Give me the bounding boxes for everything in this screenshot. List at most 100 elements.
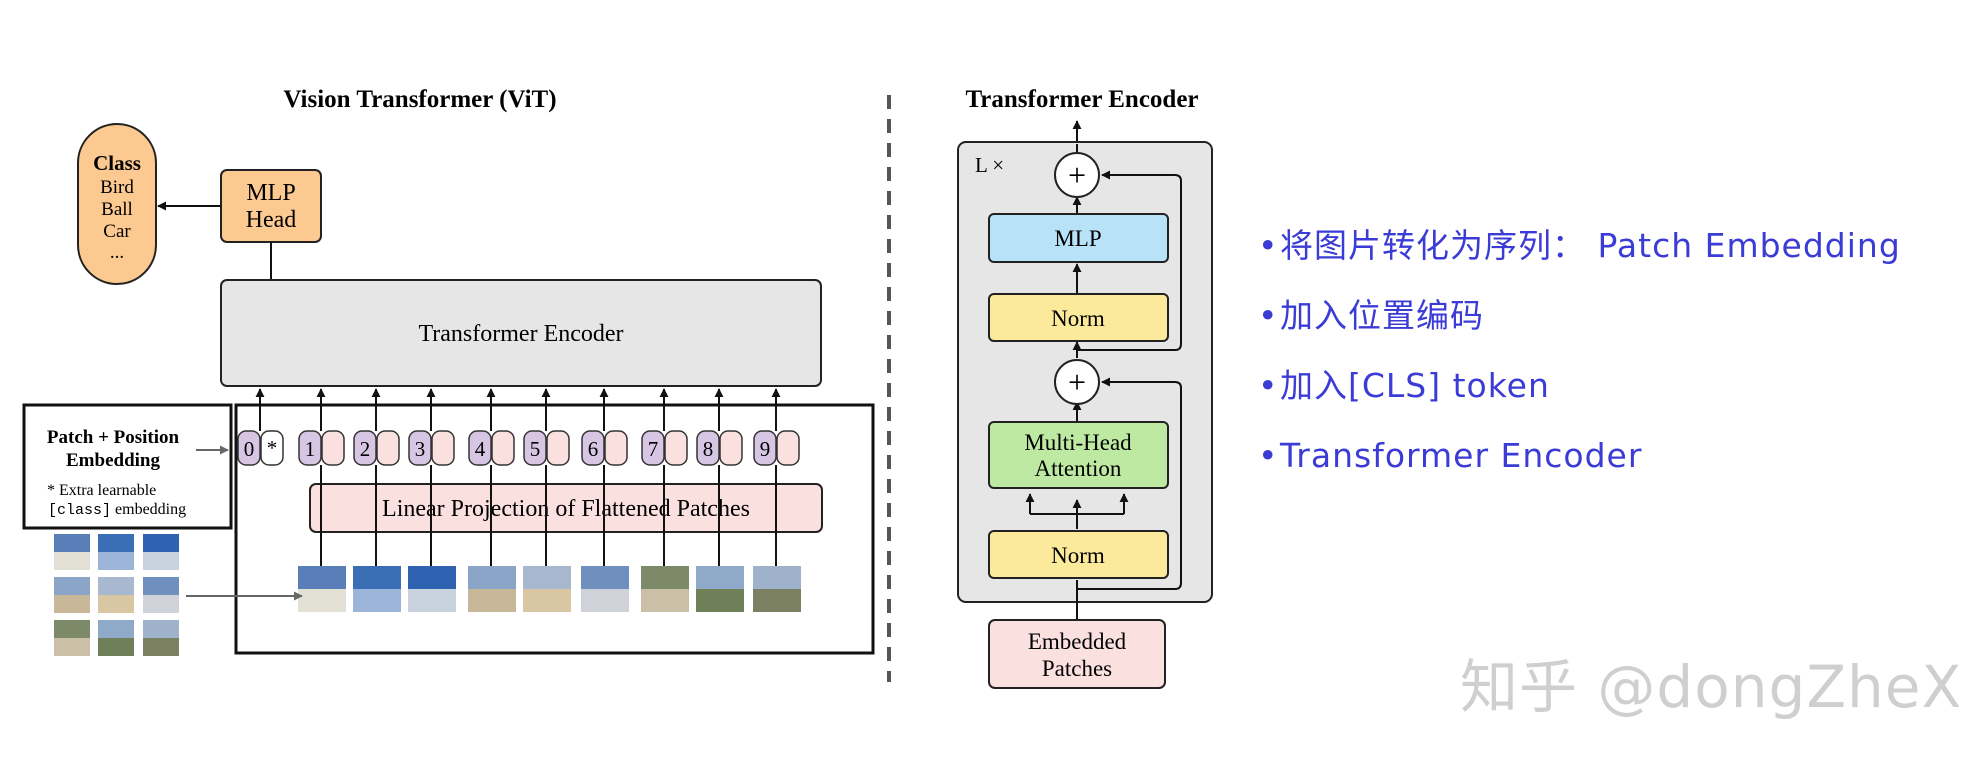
position-embedding-token (237, 430, 261, 466)
token-pair-8: 8 (696, 388, 743, 566)
norm-block-label: Norm (1051, 543, 1105, 568)
patch-embedding-token (664, 430, 688, 466)
norm-block-top: Norm (988, 293, 1169, 342)
embedded-patches-label: Patches (1042, 656, 1112, 681)
legend-title: Patch + Position (47, 427, 180, 448)
embedded-patches-block: Embedded Patches (988, 619, 1166, 689)
embedded-patches-label: Embedded (1028, 629, 1127, 654)
patch-thumbnail (523, 566, 571, 612)
position-index: 7 (648, 437, 659, 461)
grid-patch (98, 620, 134, 656)
class-item: Car (103, 221, 131, 242)
mlp-head-box: MLP Head (220, 169, 322, 243)
multi-head-attention-block: Multi-Head Attention (988, 421, 1169, 489)
patch-embedding-token (431, 430, 455, 466)
patch-embedding-token (776, 430, 800, 466)
grid-patch (98, 534, 134, 570)
bullet-item: •将图片转化为序列： Patch Embedding (1258, 218, 1958, 288)
token-pair-5: 5 (523, 388, 570, 566)
linear-projection-box: Linear Projection of Flattened Patches (309, 483, 823, 533)
grid-patch-ground (143, 638, 179, 656)
position-embedding-token (408, 430, 432, 466)
bullet-text: 加入位置编码 (1280, 296, 1484, 335)
grid-patch-ground (98, 638, 134, 656)
bullet-dot: • (1258, 296, 1279, 335)
patch-embedding-token (321, 430, 345, 466)
patch-thumbnail (641, 566, 689, 612)
patch-embedding-token (491, 430, 515, 466)
position-embedding-token (696, 430, 720, 466)
patch-ground (581, 589, 629, 612)
patch-embedding-token (260, 430, 284, 466)
patch-thumbnail (753, 566, 801, 612)
encoder-title: Transformer Encoder (965, 86, 1198, 113)
watermark: 知乎 @dongZheX (1460, 653, 1963, 721)
class-title: Class (93, 151, 141, 175)
class-output-box: Class Bird Ball Car ... (77, 123, 157, 285)
patch-ground (353, 589, 401, 612)
position-index: 5 (530, 437, 541, 461)
token-pair-9: 9 (753, 388, 800, 566)
patch-ground (696, 589, 744, 612)
embedding-frame (234, 403, 875, 655)
position-index: 2 (360, 437, 371, 461)
grid-patch-ground (98, 552, 134, 570)
linear-projection-label: Linear Projection of Flattened Patches (382, 496, 750, 522)
bullet-text: 将图片转化为序列： Patch Embedding (1280, 226, 1901, 265)
token-pair-1: 1 (298, 388, 345, 566)
summary-bullet-list: •将图片转化为序列： Patch Embedding •加入位置编码 •加入[C… (1258, 218, 1958, 498)
patch-ground (408, 589, 456, 612)
position-embedding-token (753, 430, 777, 466)
embedding-legend: Patch + Position Embedding * Extra learn… (22, 403, 233, 530)
bullet-text: Transformer Encoder (1280, 436, 1643, 475)
position-index: 9 (760, 437, 771, 461)
position-embedding-token (641, 430, 665, 466)
grid-patch-ground (143, 552, 179, 570)
patch-embedding-token (604, 430, 628, 466)
patch-ground (641, 589, 689, 612)
add-node-top: + (1054, 152, 1100, 198)
position-embedding-token (468, 430, 492, 466)
patch-embedding-token (376, 430, 400, 466)
bullet-dot: • (1258, 366, 1279, 405)
grid-patch-ground (54, 638, 90, 656)
grid-patch-ground (98, 595, 134, 613)
position-index: 1 (305, 437, 316, 461)
class-item: ... (110, 242, 124, 263)
mlp-head-label: Head (246, 207, 297, 233)
grid-patch (143, 534, 179, 570)
bullet-dot: • (1258, 226, 1279, 265)
grid-patch (143, 620, 179, 656)
patch-ground (523, 589, 571, 612)
patch-ground (298, 589, 346, 612)
bullet-dot: • (1258, 436, 1279, 475)
legend-note-code: [class] (48, 502, 111, 519)
grid-patch (98, 577, 134, 613)
legend-note: * Extra learnable (47, 482, 156, 499)
grid-patch (54, 534, 90, 570)
patch-thumbnail (696, 566, 744, 612)
class-token-marker: * (267, 436, 278, 460)
mlp-head-label: MLP (246, 180, 295, 206)
mlp-block: MLP (988, 213, 1169, 263)
grid-patch (54, 620, 90, 656)
layer-repeat-label: L × (975, 153, 1004, 177)
patch-embedding-token (719, 430, 743, 466)
token-pair-4: 4 (468, 388, 515, 566)
position-embedding-token (298, 430, 322, 466)
position-embedding-token (581, 430, 605, 466)
patch-thumbnail (408, 566, 456, 612)
patch-ground (468, 589, 516, 612)
add-symbol: + (1068, 364, 1086, 400)
position-index: 8 (703, 437, 714, 461)
vit-title: Vision Transformer (ViT) (283, 86, 556, 113)
add-symbol: + (1068, 157, 1086, 193)
legend-title: Embedding (66, 450, 160, 471)
bullet-item: •加入位置编码 (1258, 288, 1958, 358)
position-index: 4 (475, 437, 486, 461)
bullet-item: •加入[CLS] token (1258, 358, 1958, 428)
patch-embedding-token (546, 430, 570, 466)
residual-path-attention (1077, 377, 1182, 590)
